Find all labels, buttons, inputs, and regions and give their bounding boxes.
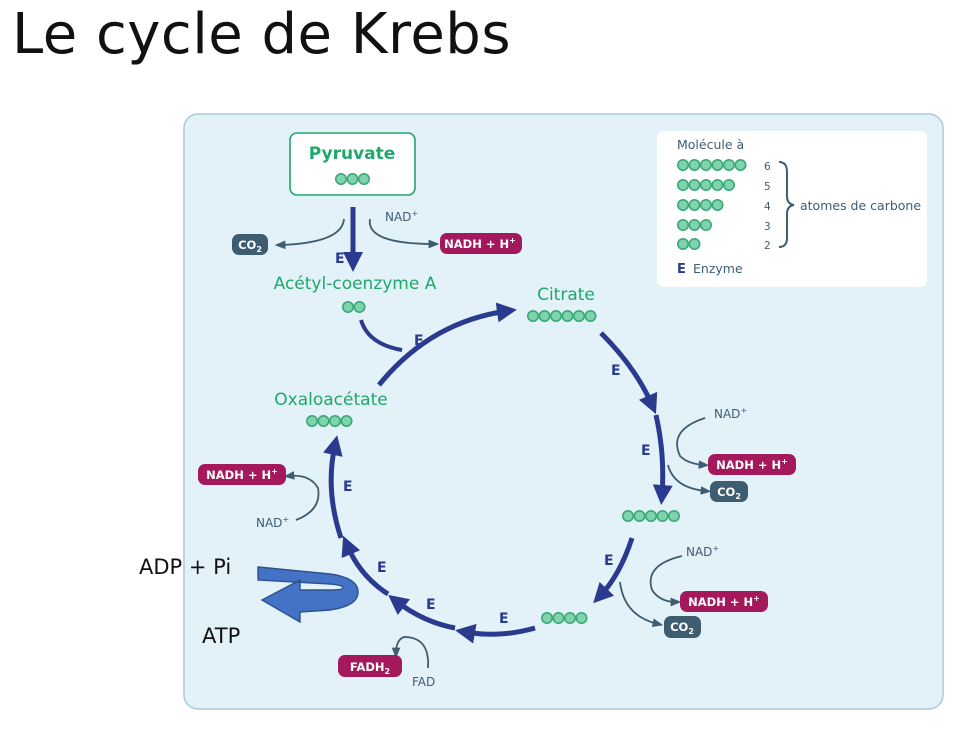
cycle-arrow-to-oxaloacetate	[323, 435, 344, 539]
legend-count-4: 4	[764, 201, 771, 213]
nad-input-arrow-3	[649, 555, 683, 607]
svg-text:CO2: CO2	[238, 238, 262, 254]
citrate-label: Citrate	[537, 285, 595, 305]
svg-text:NADH + H+: NADH + H+	[688, 594, 760, 609]
cycle-arrow-succinyl	[455, 623, 536, 644]
co2-release-arrow-1	[274, 218, 345, 250]
svg-text:NADH + H+: NADH + H+	[716, 457, 788, 472]
svg-text:CO2: CO2	[670, 620, 694, 636]
nadh-badge-3: NADH + H+	[680, 591, 768, 612]
oxaloacetate-label: Oxaloacétate	[274, 390, 387, 410]
nad-label-3: NAD+	[686, 544, 719, 559]
nad-label-1: NAD+	[385, 209, 418, 224]
enzyme-mark-citrate-synthase: E	[414, 333, 424, 349]
svg-text:CO2: CO2	[717, 485, 741, 501]
fadh2-badge: FADH2	[338, 655, 402, 677]
nadh-badge-4: NADH + H+	[198, 464, 286, 485]
co2-badge-3: CO2	[664, 616, 701, 638]
five-carbon-beads	[621, 509, 681, 523]
fad-label: FAD	[412, 675, 435, 689]
co2-release-arrow-3	[619, 581, 664, 627]
legend-count-6: 6	[764, 161, 771, 173]
enzyme-mark-pyruvate: E	[335, 251, 345, 267]
atp-label: ATP	[202, 624, 241, 648]
cycle-arrow-citrate-isomer	[599, 331, 658, 415]
cycle-arrow-to-citrate	[377, 302, 517, 387]
svg-text:NADH + H+: NADH + H+	[206, 467, 278, 482]
slide-title: Le cycle de Krebs	[12, 2, 511, 67]
legend-enzyme-label: Enzyme	[693, 261, 743, 276]
legend-brace	[778, 161, 795, 248]
acetyl-join-curve	[359, 319, 403, 352]
legend-bead-row-3	[676, 219, 713, 231]
cycle-arrow-fumarate	[388, 594, 456, 631]
cycle-arrow-malate	[341, 535, 390, 597]
atp-production-arrow	[257, 566, 359, 624]
pyruvate-box: Pyruvate	[289, 132, 416, 196]
enzyme-mark-succinyl: E	[499, 611, 509, 627]
pyruvate-label: Pyruvate	[309, 144, 396, 164]
nad-input-arrow-1	[369, 218, 440, 249]
nad-label-2: NAD+	[714, 406, 747, 421]
legend-title: Molécule à	[677, 137, 744, 152]
nad-input-arrow-4	[283, 471, 320, 521]
legend-box: Molécule à 6 5 4 3 2 atomes de carbone E…	[657, 131, 927, 287]
pyruvate-beads	[334, 173, 371, 185]
legend-carbon-label: atomes de carbone	[800, 198, 921, 213]
svg-text:FADH2: FADH2	[350, 660, 390, 676]
co2-badge-2: CO2	[710, 481, 748, 502]
enzyme-mark-succinate-dh: E	[426, 597, 436, 613]
legend-bead-row-5	[676, 179, 736, 191]
enzyme-mark-aconitase: E	[611, 363, 621, 379]
enzyme-mark-malate-dh: E	[343, 479, 353, 495]
acetyl-coa-label: Acétyl-coenzyme A	[274, 274, 437, 294]
enzyme-mark-fumarase: E	[377, 560, 387, 576]
legend-count-2: 2	[764, 240, 771, 252]
cycle-arrow-to-4c	[593, 537, 635, 604]
cycle-arrow-to-5c	[652, 414, 673, 505]
legend-count-5: 5	[764, 181, 771, 193]
enzyme-mark-isocitrate-dh: E	[641, 443, 651, 459]
nad-input-arrow-2	[676, 417, 710, 469]
enzyme-mark-ketoglutarate-dh: E	[604, 553, 614, 569]
legend-count-3: 3	[764, 221, 771, 233]
nadh-badge-1: NADH + H+	[440, 233, 522, 254]
fad-arrow	[391, 636, 429, 669]
legend-enzyme-mark: E	[677, 262, 686, 277]
co2-release-arrow-2	[667, 464, 712, 495]
nadh-badge-2: NADH + H+	[708, 454, 796, 475]
co2-badge-1: CO2	[232, 234, 268, 255]
nad-label-4: NAD+	[256, 515, 289, 530]
svg-text:NADH + H+: NADH + H+	[444, 236, 516, 251]
adp-pi-label: ADP + Pi	[139, 555, 232, 579]
